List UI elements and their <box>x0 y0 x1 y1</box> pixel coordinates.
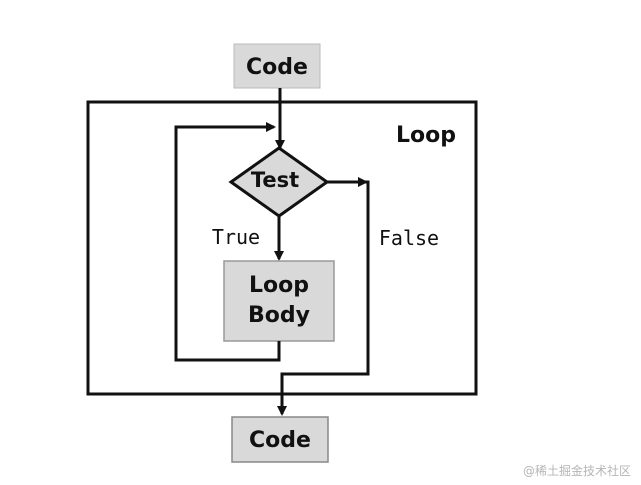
top-code-label: Code <box>246 55 308 80</box>
loop-body-label-line1: Loop <box>249 273 309 298</box>
false-path <box>277 180 370 416</box>
back-edge-arrow <box>174 122 281 362</box>
loop-label: Loop <box>396 123 456 148</box>
test-node: Test <box>228 146 330 218</box>
loop-body-node: Loop Body <box>223 260 335 342</box>
false-label: False <box>379 226 439 250</box>
top-code-node: Code <box>233 43 321 89</box>
bottom-code-node: Code <box>231 416 329 463</box>
true-label: True <box>212 225 260 249</box>
loop-body-label-line2: Body <box>248 303 310 328</box>
test-label: Test <box>251 168 299 192</box>
watermark: @稀土掘金技术社区 <box>522 464 631 478</box>
bottom-code-label: Code <box>249 428 311 453</box>
